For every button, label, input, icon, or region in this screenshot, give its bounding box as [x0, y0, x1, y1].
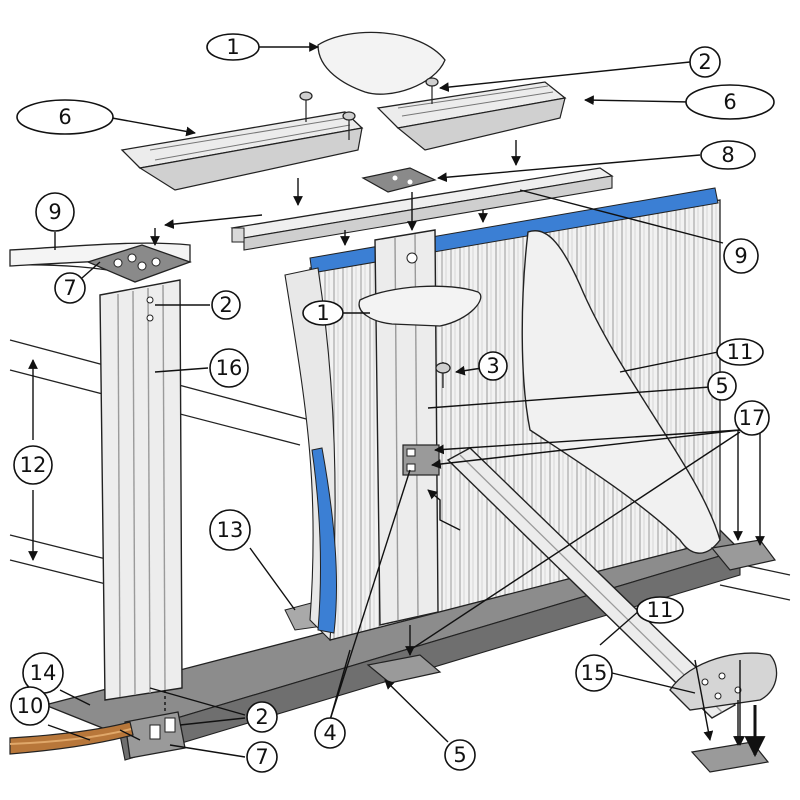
top-cap-1 — [317, 31, 482, 327]
callout-c3: 3 — [478, 351, 508, 381]
bottom-plate-left-7 — [124, 711, 186, 759]
svg-text:2: 2 — [219, 293, 232, 317]
svg-text:1: 1 — [316, 301, 329, 325]
callout-c6a: 6 — [16, 99, 114, 135]
callout-c9a: 9 — [35, 192, 75, 232]
bottom-plates — [366, 539, 777, 773]
svg-text:10: 10 — [17, 694, 44, 718]
svg-text:1: 1 — [226, 35, 239, 59]
callout-c7b: 7 — [246, 741, 278, 773]
callout-c13: 13 — [209, 509, 251, 551]
svg-text:6: 6 — [58, 105, 71, 129]
callout-c2a: 2 — [689, 46, 721, 78]
callout-c8: 8 — [700, 140, 756, 170]
callout-c10: 10 — [10, 686, 50, 726]
svg-text:14: 14 — [30, 661, 57, 685]
callout-c2b: 2 — [211, 290, 241, 320]
callout-c2c: 2 — [246, 701, 278, 733]
callout-c12: 12 — [13, 445, 53, 485]
left-upright-16 — [99, 279, 183, 701]
svg-text:7: 7 — [63, 276, 76, 300]
svg-text:5: 5 — [715, 374, 728, 398]
callout-c1a: 1 — [206, 33, 260, 61]
svg-text:11: 11 — [647, 598, 674, 622]
svg-text:15: 15 — [581, 661, 608, 685]
svg-text:12: 12 — [20, 453, 47, 477]
callout-c15: 15 — [575, 654, 613, 692]
svg-text:8: 8 — [721, 143, 734, 167]
callout-c4: 4 — [314, 717, 346, 749]
top-ledges-6 — [120, 81, 567, 191]
svg-text:2: 2 — [698, 50, 711, 74]
svg-text:13: 13 — [217, 518, 244, 542]
svg-text:9: 9 — [734, 244, 747, 268]
callout-c16: 16 — [209, 348, 249, 388]
svg-text:9: 9 — [48, 200, 61, 224]
svg-text:2: 2 — [255, 705, 268, 729]
screws — [299, 77, 451, 388]
callout-c17: 17 — [734, 400, 770, 436]
coping-hose-10 — [9, 721, 134, 755]
top-plate-left-7 — [86, 244, 192, 283]
svg-text:16: 16 — [216, 356, 243, 380]
callout-c5a: 5 — [707, 371, 737, 401]
callout-c6b: 6 — [685, 84, 775, 120]
callout-c14: 14 — [22, 652, 64, 694]
callout-c11a: 11 — [716, 338, 764, 366]
top-rails — [230, 167, 614, 251]
callout-c9b: 9 — [723, 238, 759, 274]
brace-11 — [446, 230, 737, 719]
svg-text:17: 17 — [739, 406, 766, 430]
svg-text:6: 6 — [723, 90, 736, 114]
callout-c1b: 1 — [302, 300, 344, 326]
leader-lines — [28, 42, 766, 758]
svg-text:3: 3 — [486, 354, 499, 378]
callout-c7a: 7 — [54, 272, 86, 304]
svg-text:7: 7 — [255, 745, 268, 769]
callout-c11b: 11 — [636, 596, 684, 624]
svg-text:4: 4 — [323, 721, 336, 745]
svg-text:11: 11 — [727, 340, 754, 364]
callout-labels: 1 2 6 6 8 9 9 7 2 1 16 3 11 5 17 12 13 1… — [10, 33, 775, 773]
plate-8 — [361, 167, 437, 193]
callout-c5b: 5 — [444, 739, 476, 771]
svg-text:5: 5 — [453, 743, 466, 767]
